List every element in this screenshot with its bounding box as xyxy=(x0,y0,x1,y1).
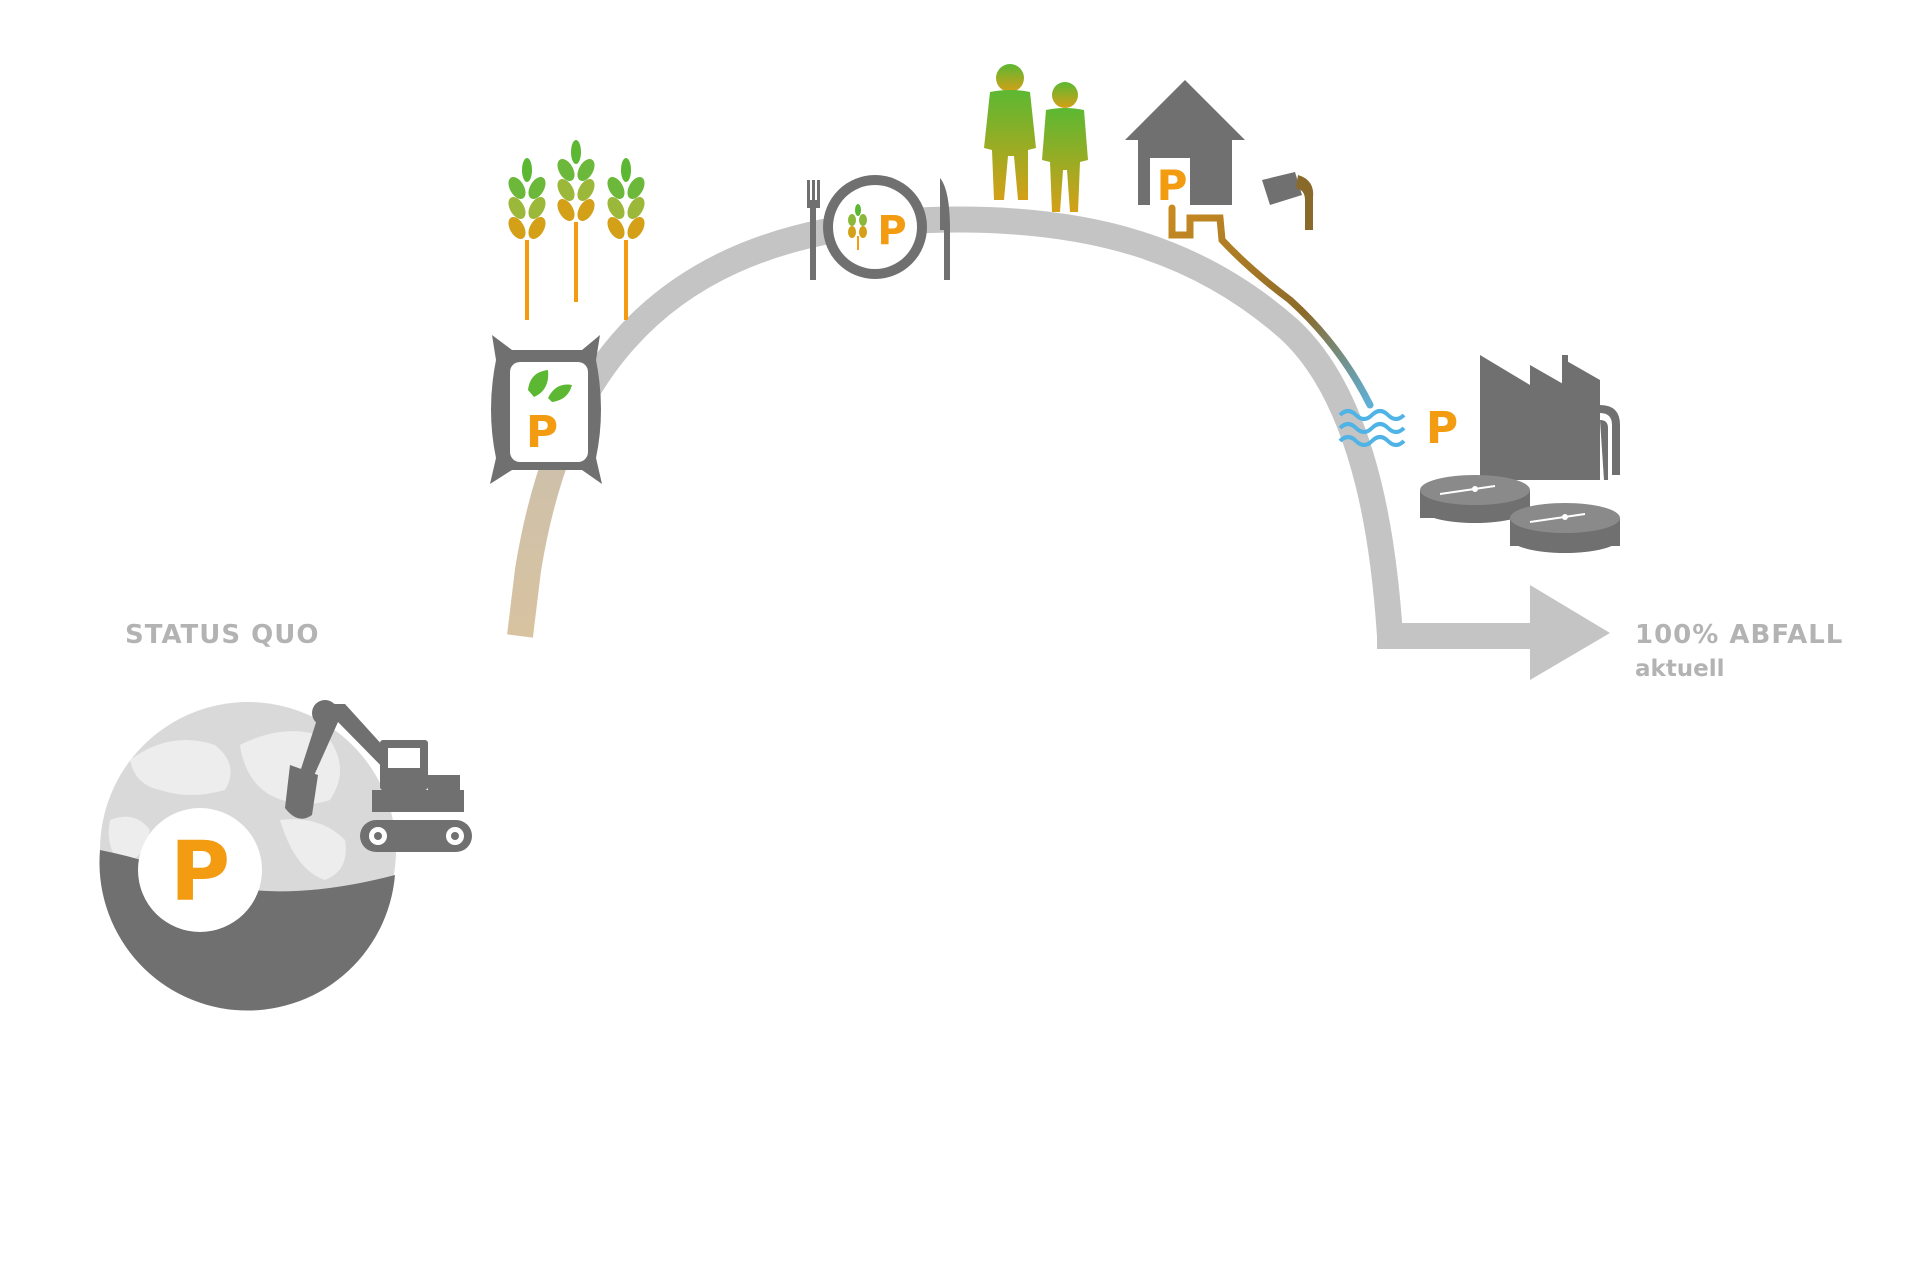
status-quo-label: STATUS QUO xyxy=(125,620,320,650)
treatment-plant-icon xyxy=(1420,355,1620,553)
p-letter-house: P xyxy=(1157,161,1188,210)
grain-icon xyxy=(848,204,867,250)
person-icon xyxy=(1042,82,1088,212)
flow-arc-segment xyxy=(573,206,1403,637)
bucket-icon xyxy=(1262,172,1314,230)
plate-icon: P xyxy=(823,175,927,279)
food-group: P xyxy=(807,175,950,280)
sewage-pipe xyxy=(1168,204,1374,409)
p-badge-globe xyxy=(138,808,262,932)
p-letter-plate: P xyxy=(877,208,906,254)
water-waves-icon xyxy=(1338,409,1406,447)
fertilizer-bag-icon: P xyxy=(490,335,602,484)
p-letter-bag: P xyxy=(526,407,558,458)
person-icon xyxy=(984,64,1036,200)
wheat-icon xyxy=(607,158,645,320)
house-icon: P xyxy=(1125,80,1245,210)
wheat-group xyxy=(508,140,645,320)
fork-icon xyxy=(807,180,820,280)
knife-icon xyxy=(940,178,950,280)
leaf-icon xyxy=(528,370,549,397)
excavator-icon xyxy=(285,700,472,852)
p-letter-globe: P xyxy=(170,825,230,920)
globe-icon: P xyxy=(99,702,396,1011)
arrow-head xyxy=(1530,585,1610,680)
p-letter-water: P xyxy=(1426,403,1458,454)
end-title-label: 100% ABFALL xyxy=(1635,620,1844,650)
wheat-icon xyxy=(508,158,546,320)
mining-group: P xyxy=(99,700,472,1011)
end-subtitle-label: aktuell xyxy=(1635,656,1725,682)
wheat-icon xyxy=(557,140,595,302)
people-icon xyxy=(984,64,1088,212)
